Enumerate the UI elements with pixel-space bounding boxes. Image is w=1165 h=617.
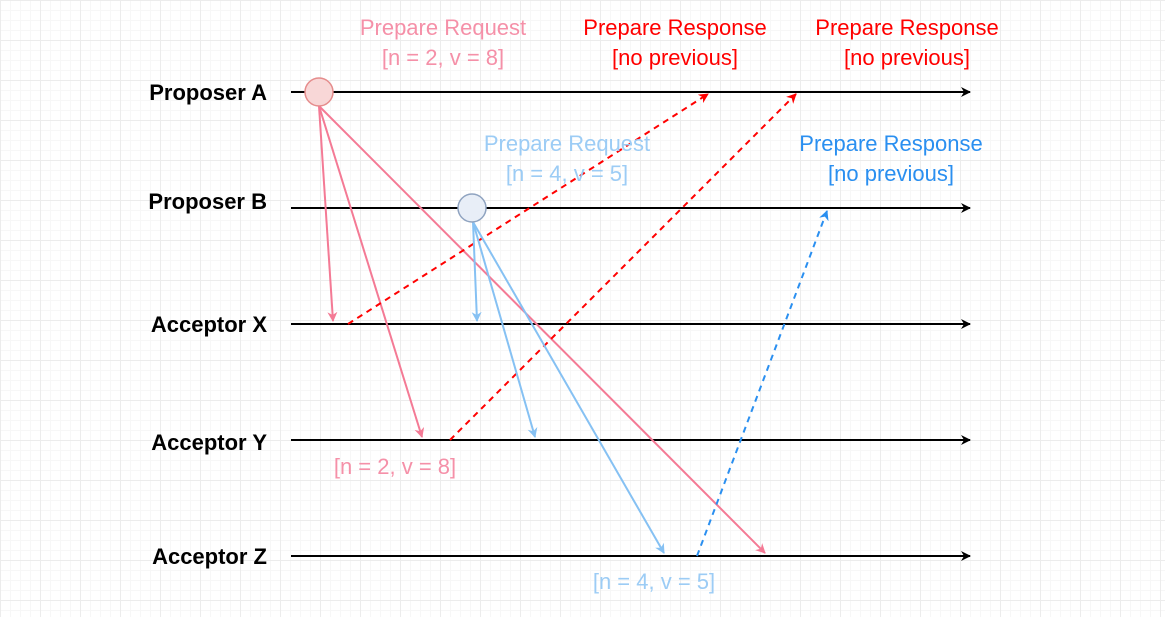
a-response-x-label-line1: Prepare Response [583, 15, 766, 40]
a-response-y-label: Prepare Response [no previous] [815, 15, 998, 70]
request-b-to-y-arrow [472, 221, 538, 438]
b-request-label-line2: [n = 4, v = 5] [506, 161, 628, 186]
lane-label-acceptor-z: Acceptor Z [152, 544, 267, 569]
b-request-label-line1: Prepare Request [484, 131, 650, 156]
acceptor-z-accepted-value: [n = 4, v = 5] [593, 569, 715, 594]
b-response-z-label-line2: [no previous] [828, 161, 954, 186]
a-request-label-line1: Prepare Request [360, 15, 526, 40]
a-response-x-label: Prepare Response [no previous] [583, 15, 766, 70]
a-response-y-label-line2: [no previous] [844, 45, 970, 70]
b-response-z-label-line1: Prepare Response [799, 131, 982, 156]
acceptor-y-accepted-value: [n = 2, v = 8] [334, 454, 456, 479]
proposer-a-node [304, 77, 334, 107]
request-b-to-z-arrow [472, 221, 665, 554]
request-a-to-y-arrow [318, 105, 425, 438]
b-response-z-label: Prepare Response [no previous] [799, 131, 982, 186]
lane-label-acceptor-x: Acceptor X [151, 312, 267, 337]
response-y-to-a-arrow [449, 93, 797, 441]
a-response-y-label-line1: Prepare Response [815, 15, 998, 40]
request-a-to-z-arrow [318, 105, 766, 554]
a-request-label: Prepare Request [n = 2, v = 8] [360, 15, 526, 70]
request-a-to-x-arrow [318, 105, 338, 322]
a-request-label-line2: [n = 2, v = 8] [382, 45, 504, 70]
lane-label-acceptor-y: Acceptor Y [151, 430, 267, 455]
proposer-b-node [457, 193, 487, 223]
a-response-x-label-line2: [no previous] [612, 45, 738, 70]
lane-label-proposer-b: Proposer B [148, 189, 267, 214]
lane-label-proposer-a: Proposer A [149, 80, 267, 105]
response-z-to-b-arrow [696, 210, 829, 557]
request-b-to-x-arrow [471, 221, 482, 322]
response-x-to-a-arrow [347, 93, 709, 325]
b-request-label: Prepare Request [n = 4, v = 5] [484, 131, 650, 186]
